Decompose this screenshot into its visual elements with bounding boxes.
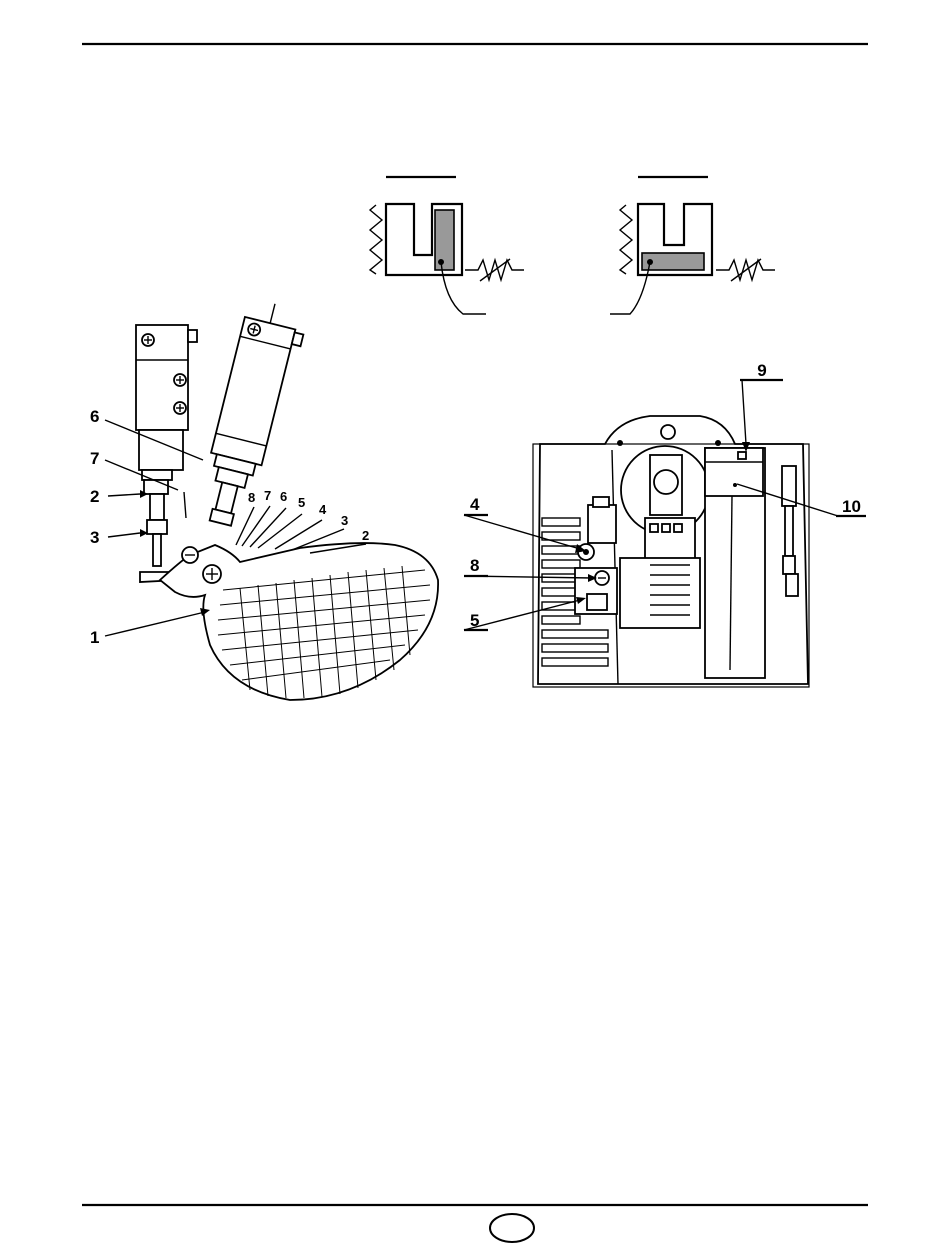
callout-3: 3: [90, 528, 99, 547]
scale-label-7: 7: [264, 488, 271, 503]
callout-1: 1: [90, 628, 99, 647]
callout-6: 6: [90, 407, 99, 426]
callout-9: 9: [757, 361, 766, 380]
scale-label-2: 2: [362, 528, 369, 543]
left-assembly: [105, 298, 438, 700]
scale-label-6: 6: [280, 489, 287, 504]
callout-7: 7: [90, 449, 99, 468]
page-badge: [490, 1214, 534, 1242]
schematic-horizontal: [610, 177, 775, 314]
scale-label-5: 5: [298, 495, 305, 510]
callout-5: 5: [470, 611, 479, 630]
callout-2: 2: [90, 487, 99, 506]
scale-label-3: 3: [341, 513, 348, 528]
callout-10: 10: [842, 497, 861, 516]
schematic-vertical: [370, 177, 524, 314]
callout-4: 4: [470, 495, 480, 514]
scale-label-8: 8: [248, 490, 255, 505]
right-assembly: [464, 380, 866, 687]
scale-label-4: 4: [319, 502, 327, 517]
callout-8: 8: [470, 556, 479, 575]
